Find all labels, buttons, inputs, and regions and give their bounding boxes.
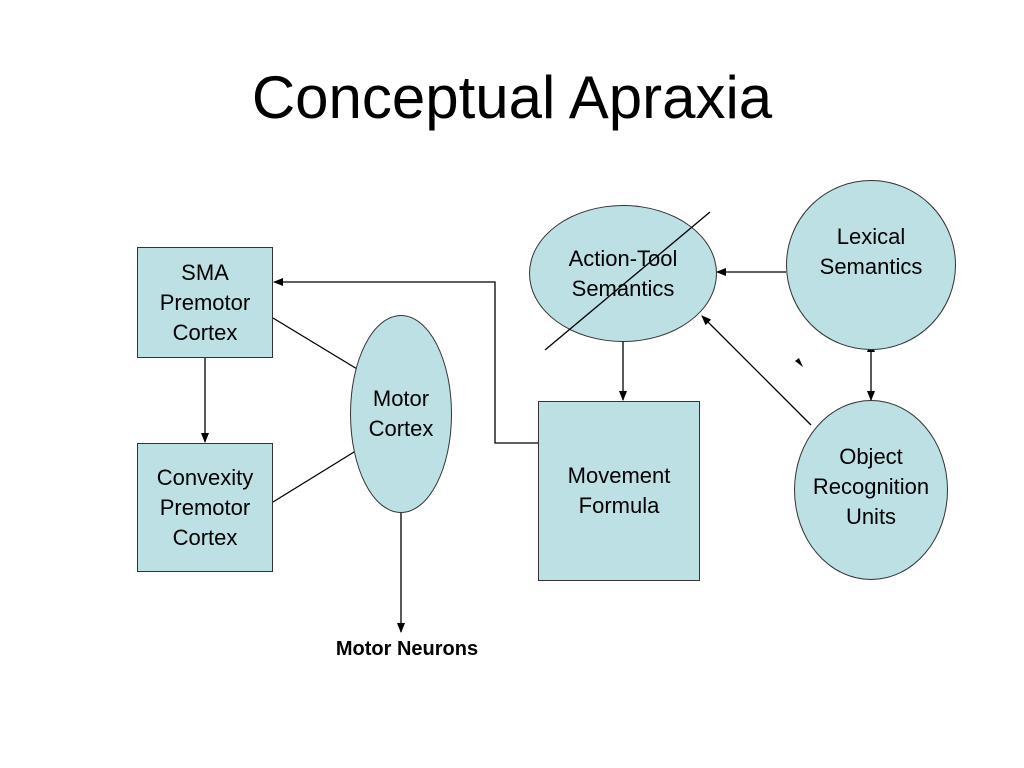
- node-convexity-line-2: Premotor: [159, 494, 251, 520]
- node-sma-line-3: Cortex: [172, 319, 238, 345]
- node-movement-formula-line-1: Movement: [567, 463, 671, 488]
- node-convexity-premotor-cortex: Convexity Premotor Cortex: [137, 443, 273, 572]
- page-title: Conceptual Apraxia: [251, 64, 773, 131]
- stray-arrowhead: [795, 358, 803, 367]
- node-object-recognition-line-3: Units: [845, 504, 897, 529]
- node-sma-line-1: SMA: [181, 259, 229, 285]
- motor-neurons-label: Motor Neurons: [335, 638, 479, 660]
- node-object-recognition-line-2: Recognition: [812, 474, 930, 499]
- arrow-object-recognition-to-action-tool: [701, 315, 812, 426]
- node-sma-line-2: Premotor: [159, 289, 251, 315]
- node-movement-formula-line-2: Formula: [578, 493, 660, 518]
- node-action-tool-semantics: Action-Tool Semantics: [529, 205, 717, 342]
- arrow-sma-to-motor-cortex: [272, 317, 368, 376]
- node-lexical-line-2: Semantics: [819, 254, 923, 279]
- node-convexity-line-3: Cortex: [172, 524, 238, 550]
- node-action-tool-line-2: Semantics: [571, 276, 675, 301]
- node-object-recognition-units: Object Recognition Units: [794, 400, 948, 580]
- arrow-convexity-to-motor-cortex: [272, 443, 368, 503]
- node-lexical-line-1: Lexical: [836, 224, 906, 249]
- node-convexity-line-1: Convexity: [156, 464, 254, 490]
- node-motor-cortex-line-2: Cortex: [368, 416, 434, 441]
- node-motor-cortex: Motor Cortex: [350, 315, 452, 513]
- node-lexical-semantics: Lexical Semantics: [786, 180, 956, 350]
- node-motor-cortex-line-1: Motor: [372, 386, 430, 411]
- node-movement-formula: Movement Formula: [538, 401, 700, 581]
- node-sma-premotor-cortex: SMA Premotor Cortex: [137, 247, 273, 358]
- node-object-recognition-line-1: Object: [839, 444, 903, 469]
- node-action-tool-line-1: Action-Tool: [568, 246, 678, 271]
